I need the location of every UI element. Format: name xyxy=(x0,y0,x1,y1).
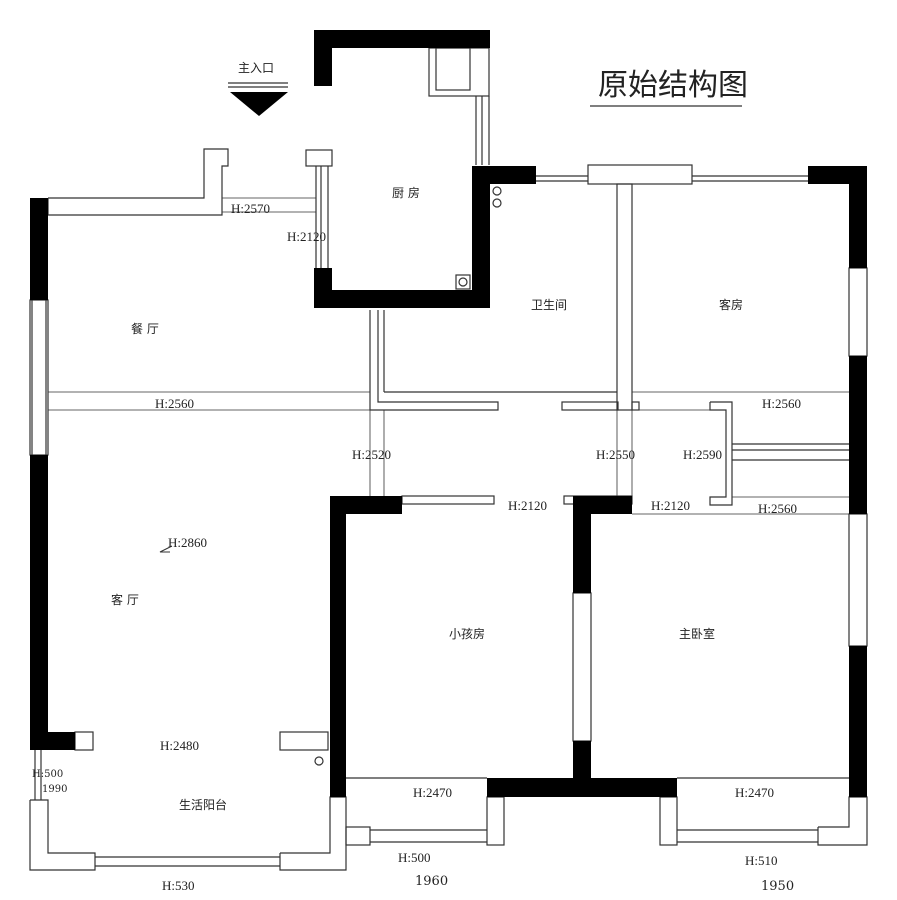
height-label: H:2520 xyxy=(352,447,391,462)
entrance-label: 主入口 xyxy=(238,61,274,75)
height-label: H:2560 xyxy=(762,396,801,411)
entrance-arrow-icon xyxy=(230,92,288,116)
height-label: 1950 xyxy=(761,879,794,894)
room-living: 客 厅 xyxy=(111,592,139,607)
height-label: H:2560 xyxy=(155,396,194,411)
arrow-marker-icon xyxy=(159,545,173,553)
outline-walls xyxy=(29,47,868,871)
height-label: H:2590 xyxy=(683,447,722,462)
height-label: H:510 xyxy=(745,853,778,868)
height-label: H:2550 xyxy=(596,447,635,462)
height-label: H:2570 xyxy=(231,201,270,216)
room-master: 主卧室 xyxy=(679,626,715,641)
height-label: H:2120 xyxy=(287,229,326,244)
height-label: H:2560 xyxy=(758,501,797,516)
room-bathroom: 卫生间 xyxy=(531,298,567,312)
height-label: H:2860 xyxy=(168,535,207,550)
height-label: H:530 xyxy=(162,878,195,893)
room-guest: 客房 xyxy=(719,297,743,312)
height-label: H:500 xyxy=(398,850,431,865)
room-kitchen: 厨 房 xyxy=(392,185,420,200)
room-balcony: 生活阳台 xyxy=(179,797,227,812)
height-label: 1990 xyxy=(42,784,67,795)
height-label: H:2470 xyxy=(735,785,774,800)
room-dining: 餐 厅 xyxy=(131,321,159,336)
height-label: H:2120 xyxy=(508,498,547,513)
height-label: H:2480 xyxy=(160,738,199,753)
height-label: H:2120 xyxy=(651,498,690,513)
room-kids: 小孩房 xyxy=(449,626,485,641)
kitchen-fixtures xyxy=(314,186,502,766)
page-title: 原始结构图 xyxy=(598,68,748,103)
structural-walls xyxy=(30,30,867,797)
height-label: H:500 xyxy=(32,769,63,780)
height-label: 1960 xyxy=(415,874,448,889)
height-label: H:2470 xyxy=(413,785,452,800)
